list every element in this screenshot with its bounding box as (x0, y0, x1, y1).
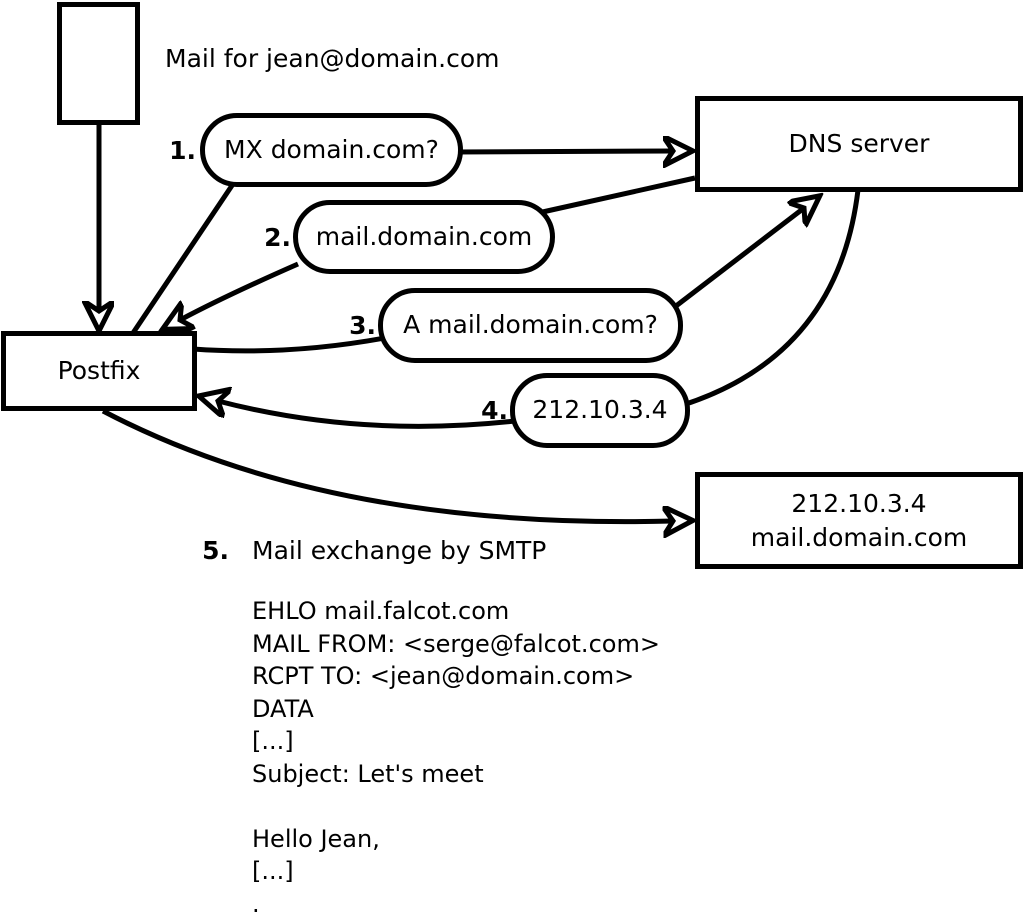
arrow-query1-to-dns (454, 151, 673, 152)
smtp-line: Hello Jean, (252, 824, 380, 853)
query-pill-a: A mail.domain.com? (378, 288, 683, 363)
smtp-line: RCPT TO: <jean@domain.com> (252, 662, 635, 690)
smtp-line: . (252, 889, 260, 918)
answer-pill-mx-label: mail.domain.com (315, 221, 533, 251)
smtp-line: [...] (252, 727, 294, 755)
query-pill-a-label: A mail.domain.com? (403, 310, 658, 340)
smtp-session-transcript: EHLO mail.falcot.com MAIL FROM: <serge@f… (252, 595, 660, 919)
step-3-number: 3. (349, 311, 376, 340)
step-5-number: 5. (202, 536, 229, 565)
query-pill-mx: MX domain.com? (200, 113, 463, 187)
dns-server-label: DNS server (788, 128, 930, 158)
line-postfix-to-query3 (192, 334, 391, 354)
mailserver-hostname: mail.domain.com (750, 522, 968, 552)
line-dns-to-answer4 (682, 189, 861, 408)
smtp-line (252, 790, 660, 823)
step-4-number: 4. (481, 396, 508, 425)
answer-pill-mx: mail.domain.com (293, 200, 555, 274)
smtp-line: Subject: Let's meet (252, 759, 484, 788)
arrow-answer4-to-postfix (218, 401, 516, 429)
arrow-query3-to-dns (674, 208, 804, 308)
smtp-line: [...] (252, 857, 294, 885)
arrow-answer2-to-postfix (180, 261, 300, 320)
mailserver-node: 212.10.3.4 mail.domain.com (695, 472, 1023, 569)
line-dns-to-answer2 (537, 175, 696, 216)
postfix-label: Postfix (57, 355, 141, 385)
smtp-line: MAIL FROM: <serge@falcot.com> (252, 629, 660, 658)
line-postfix-to-query1 (130, 182, 236, 335)
message-envelope (57, 2, 140, 125)
answer-pill-ip: 212.10.3.4 (510, 373, 690, 448)
postfix-node: Postfix (1, 331, 197, 411)
smtp-line: DATA (252, 694, 314, 723)
step-2-number: 2. (264, 223, 291, 252)
answer-pill-ip-label: 212.10.3.4 (532, 395, 668, 425)
smtp-line: EHLO mail.falcot.com (252, 597, 510, 625)
arrow-postfix-to-mailserver (101, 408, 673, 522)
step-5-label: Mail exchange by SMTP (252, 536, 547, 565)
message-caption: Mail for jean@domain.com (165, 44, 500, 73)
query-pill-mx-label: MX domain.com? (224, 134, 439, 164)
dns-server-node: DNS server (695, 96, 1023, 192)
step-1-number: 1. (169, 136, 196, 165)
mailserver-ip: 212.10.3.4 (791, 488, 927, 518)
